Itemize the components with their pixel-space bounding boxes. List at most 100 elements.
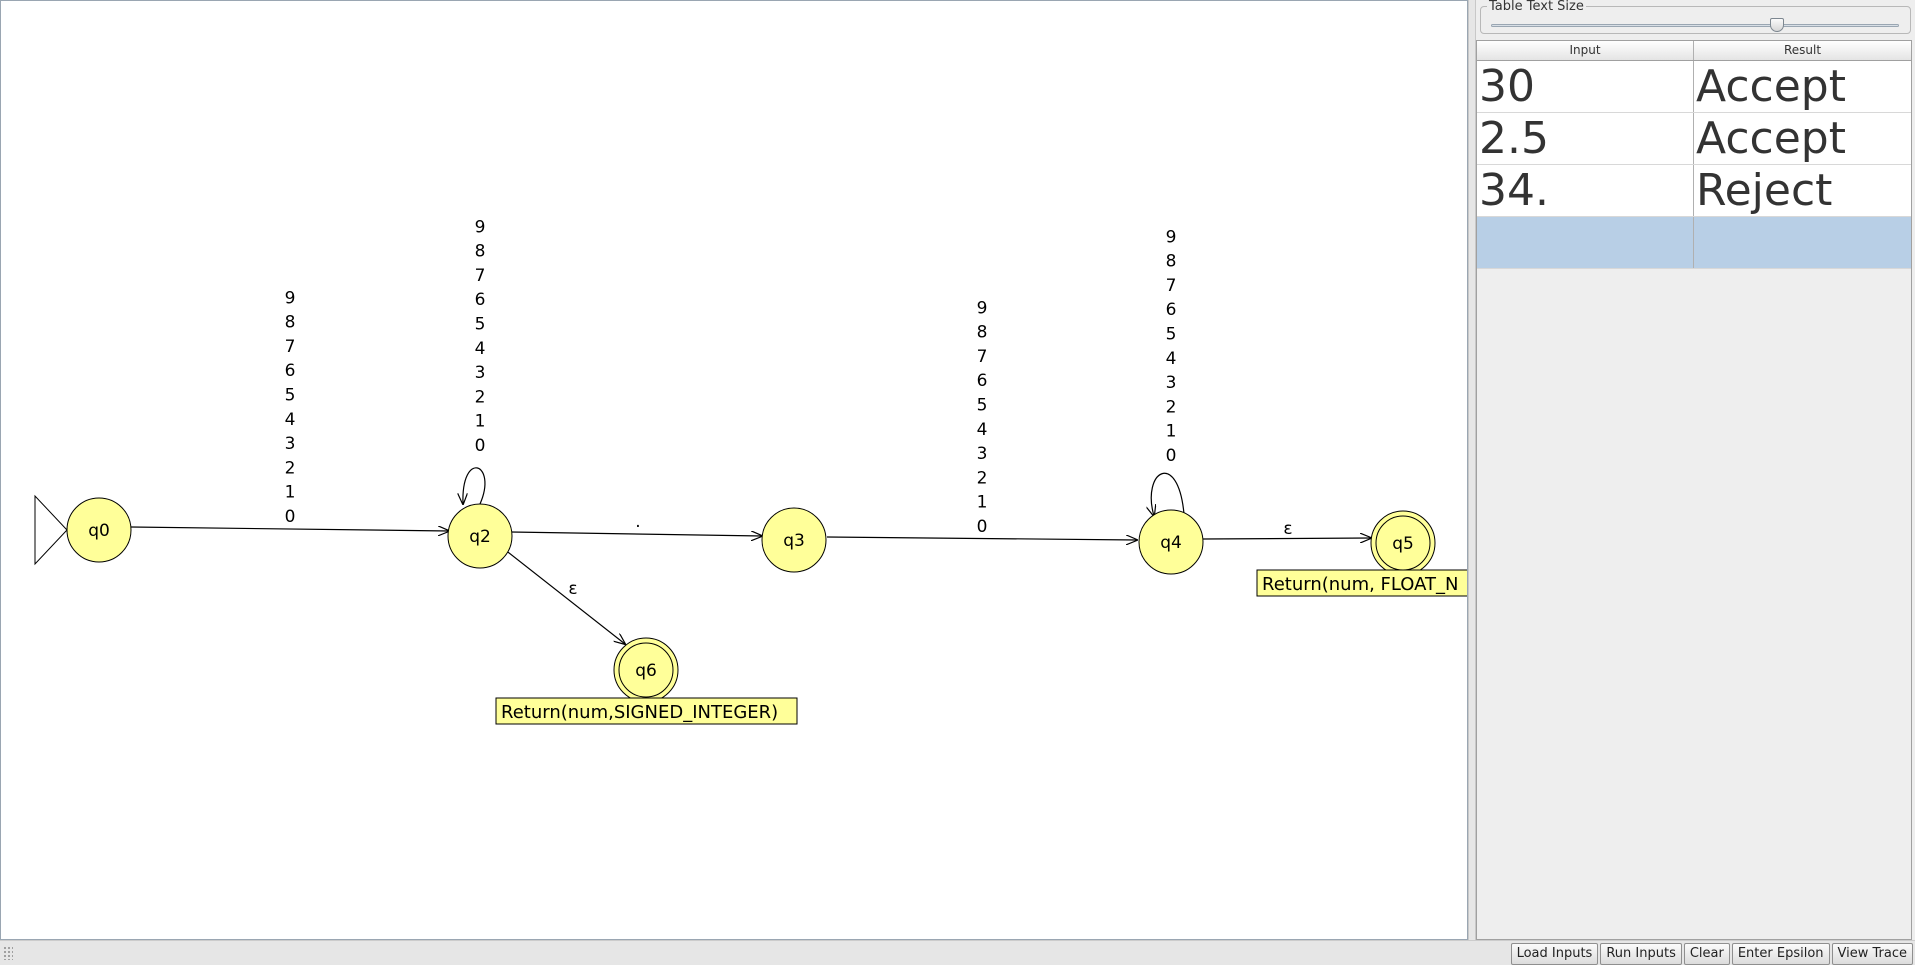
transition-symbol: 2	[285, 458, 296, 478]
transition-symbol: 2	[475, 387, 486, 407]
note-q6[interactable]: Return(num,SIGNED_INTEGER)	[495, 697, 798, 725]
edge-label-q2-q6: ε	[568, 579, 577, 599]
state-q4[interactable]: q4	[1138, 509, 1204, 575]
input-panel: Table Text Size Input Result 30 Accept 2…	[1476, 0, 1915, 940]
state-q2[interactable]: q2	[447, 503, 513, 569]
transition-symbol: 9	[285, 288, 296, 308]
transition-symbol: 2	[1166, 397, 1177, 417]
edge-q4-loop[interactable]	[1151, 472, 1185, 516]
transition-symbol: 6	[977, 371, 988, 391]
edge-q3-q4[interactable]	[826, 537, 1137, 540]
edge-q0-q2[interactable]	[130, 527, 449, 531]
edge-q4-q5[interactable]	[1202, 538, 1371, 539]
transition-symbol: 1	[977, 493, 988, 513]
resize-grip-icon[interactable]	[3, 946, 13, 960]
transition-symbol: 6	[1166, 300, 1177, 320]
column-header-result[interactable]: Result	[1783, 43, 1822, 57]
table-row-selected[interactable]	[1477, 217, 1911, 269]
edge-q2-loop[interactable]	[463, 467, 486, 504]
table-row[interactable]: 30 Accept	[1477, 61, 1911, 113]
transition-symbol: 0	[285, 507, 296, 527]
input-cell[interactable]: 30	[1477, 61, 1694, 112]
slider-thumb[interactable]	[1769, 18, 1784, 32]
transition-symbol: 1	[285, 483, 296, 503]
transition-symbol: 4	[285, 410, 296, 430]
transition-symbol: 7	[475, 266, 486, 286]
table-text-size-label: Table Text Size	[1487, 0, 1586, 14]
transition-symbol: 7	[1166, 276, 1177, 296]
svg-text:q0: q0	[88, 521, 110, 541]
edge-label-q4-q5: ε	[1283, 519, 1292, 539]
edge-q2-q3[interactable]	[510, 532, 762, 536]
transition-symbol: 9	[977, 298, 988, 318]
transition-symbol: ε	[568, 579, 577, 599]
svg-text:q4: q4	[1160, 533, 1182, 553]
input-cell[interactable]: 34.	[1477, 165, 1694, 216]
transition-symbol: 5	[977, 396, 988, 416]
view-trace-button[interactable]: View Trace	[1831, 943, 1913, 965]
edge-label-q0-q2: 9 8 7 6 5 4 3 2 1 0	[285, 288, 296, 527]
transition-symbol: ε	[1283, 519, 1292, 539]
column-header-input[interactable]: Input	[1477, 41, 1694, 60]
transition-symbol: 9	[1166, 227, 1177, 247]
transition-symbol: 1	[475, 412, 486, 432]
transition-symbol: 1	[1166, 422, 1177, 442]
transition-symbol: 3	[285, 434, 296, 454]
transition-symbol: 8	[285, 313, 296, 333]
transition-symbol: 8	[475, 242, 486, 262]
state-q3[interactable]: q3	[761, 507, 827, 573]
edge-label-q4-loop: 9 8 7 6 5 4 3 2 1 0	[1166, 227, 1177, 466]
transition-symbol: 3	[1166, 373, 1177, 393]
transition-symbol: 4	[977, 420, 988, 440]
transition-symbol: 4	[475, 339, 486, 359]
state-q0[interactable]: q0	[66, 497, 132, 563]
transition-symbol: 3	[977, 444, 988, 464]
transition-symbol: 0	[1166, 446, 1177, 466]
transition-symbol: 8	[977, 323, 988, 343]
input-cell[interactable]: 2.5	[1477, 113, 1694, 164]
bottom-toolbar: Load Inputs Run Inputs Clear Enter Epsil…	[0, 940, 1915, 965]
transition-symbol: 6	[475, 290, 486, 310]
transition-symbol: 8	[1166, 252, 1177, 272]
transition-symbol: .	[635, 512, 640, 532]
table-header: Input Result	[1477, 41, 1911, 61]
edge-label-q3-q4: 9 8 7 6 5 4 3 2 1 0	[977, 298, 988, 537]
svg-text:Return(num, FLOAT_N: Return(num, FLOAT_N	[1262, 574, 1459, 595]
load-inputs-button[interactable]: Load Inputs	[1510, 943, 1599, 965]
state-q5-final[interactable]: q5	[1370, 510, 1436, 576]
transition-symbol: 4	[1166, 349, 1177, 369]
transition-symbol: 5	[285, 386, 296, 406]
svg-text:Return(num,SIGNED_INTEGER): Return(num,SIGNED_INTEGER)	[501, 702, 778, 723]
state-q6-final[interactable]: q6	[613, 637, 679, 703]
split-pane-divider[interactable]	[1468, 0, 1476, 940]
table-row[interactable]: 34. Reject	[1477, 165, 1911, 217]
table-text-size-slider[interactable]	[1491, 24, 1899, 27]
transition-symbol: 6	[285, 361, 296, 381]
table-text-size-group: Table Text Size	[1480, 0, 1911, 34]
note-q5[interactable]: Return(num, FLOAT_N	[1256, 569, 1468, 597]
transition-symbol: 7	[285, 337, 296, 357]
transition-symbol: 5	[1166, 325, 1177, 345]
input-cell[interactable]	[1477, 217, 1694, 268]
result-cell: Accept	[1696, 113, 1846, 164]
enter-epsilon-button[interactable]: Enter Epsilon	[1731, 943, 1830, 965]
svg-text:q6: q6	[635, 661, 657, 681]
clear-button[interactable]: Clear	[1683, 943, 1730, 965]
button-bar: Load Inputs Run Inputs Clear Enter Epsil…	[1510, 943, 1913, 965]
transition-symbol: 0	[977, 517, 988, 537]
svg-text:q5: q5	[1392, 534, 1414, 554]
table-row[interactable]: 2.5 Accept	[1477, 113, 1911, 165]
result-cell	[1694, 217, 1911, 268]
transition-symbol: 2	[977, 468, 988, 488]
run-inputs-button[interactable]: Run Inputs	[1600, 943, 1682, 965]
result-cell: Accept	[1696, 61, 1846, 112]
result-cell: Reject	[1696, 165, 1833, 216]
inputs-table[interactable]: Input Result 30 Accept 2.5 Accept 34. Re…	[1476, 40, 1912, 940]
edge-label-q2-q3: .	[635, 512, 640, 532]
transition-symbol: 7	[977, 347, 988, 367]
edge-q2-q6[interactable]	[503, 548, 625, 644]
svg-text:q2: q2	[469, 527, 491, 547]
